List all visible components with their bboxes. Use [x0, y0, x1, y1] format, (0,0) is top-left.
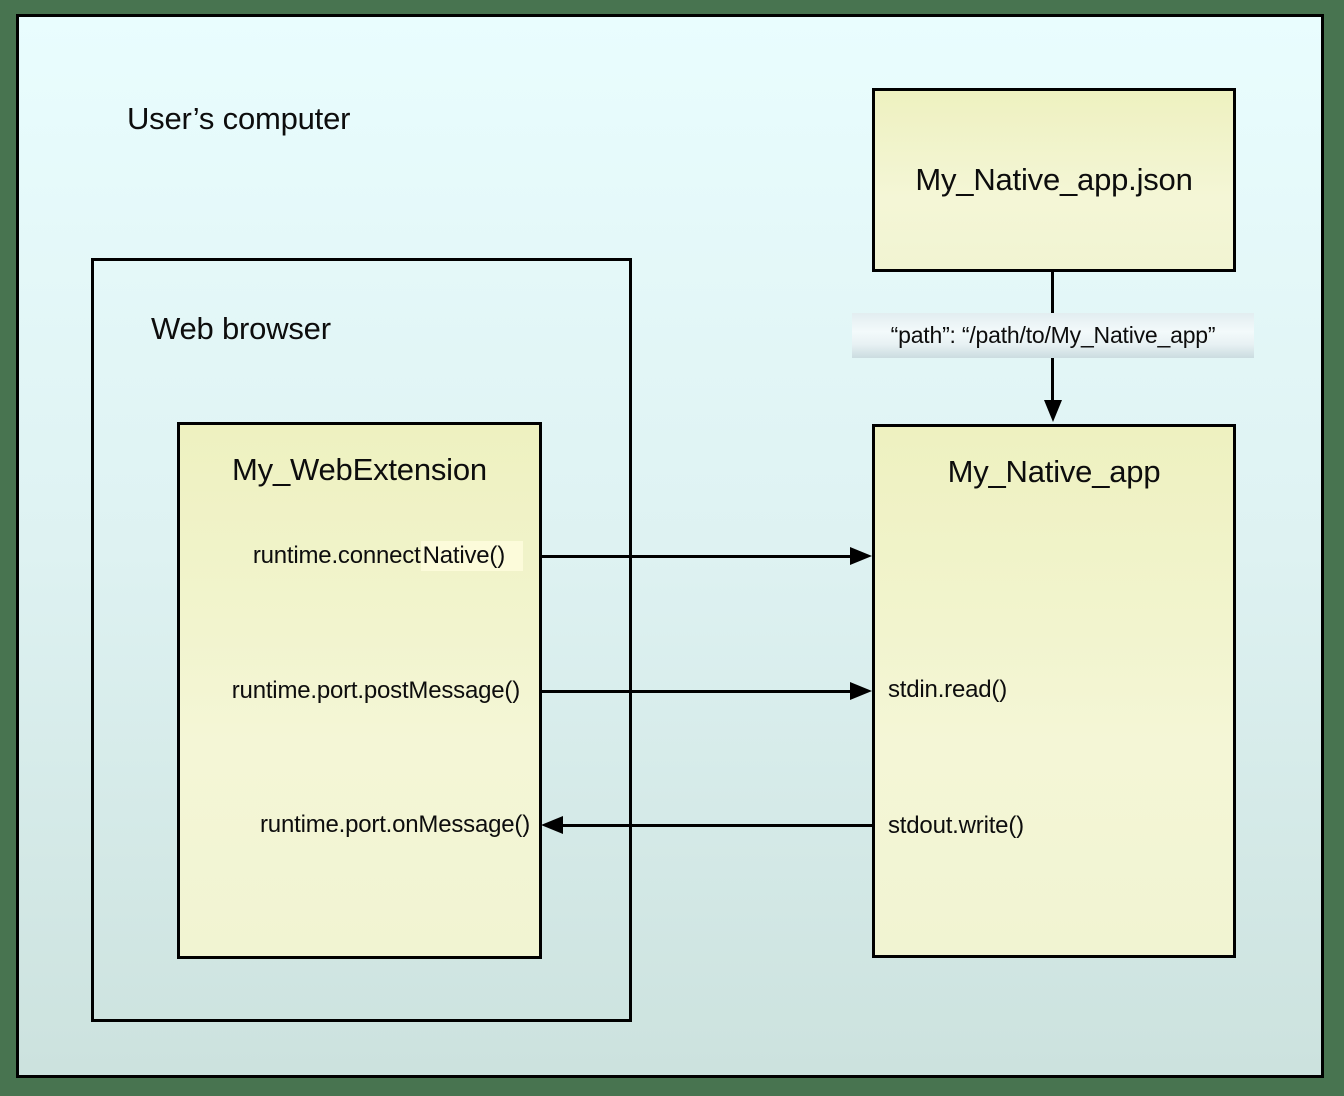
post-message-arrow-line	[540, 690, 852, 693]
connect-native-label: runtime.connectNative()	[253, 541, 523, 571]
webextension-title: My_WebExtension	[232, 452, 487, 487]
connect-native-arrow-line	[540, 555, 852, 558]
native-app-box: My_Native_app stdin.read() stdout.write(…	[872, 424, 1236, 958]
user-computer-label: User’s computer	[127, 101, 351, 136]
post-message-label: runtime.port.postMessage()	[231, 677, 520, 704]
connect-native-highlight: Native()	[420, 541, 523, 571]
stdin-read-label: stdin.read()	[888, 676, 1007, 703]
connect-native-arrowhead-icon	[850, 547, 872, 565]
manifest-json-title: My_Native_app.json	[915, 162, 1193, 197]
stdout-write-label: stdout.write()	[888, 812, 1024, 839]
webextension-box: My_WebExtension runtime.connectNative() …	[177, 422, 542, 959]
web-browser-label: Web browser	[151, 311, 331, 346]
web-browser-box: Web browser My_WebExtension runtime.conn…	[91, 258, 632, 1022]
path-annotation-label: “path”: “/path/to/My_Native_app”	[852, 313, 1254, 358]
manifest-json-box: My_Native_app.json	[872, 88, 1236, 272]
connect-native-prefix: runtime.connect	[252, 542, 421, 569]
stdout-arrowhead-icon	[541, 816, 563, 834]
manifest-path-arrowhead-icon	[1044, 400, 1062, 422]
post-message-arrowhead-icon	[850, 682, 872, 700]
user-computer-box: User’s computer Web browser My_WebExtens…	[16, 14, 1324, 1078]
native-app-title: My_Native_app	[947, 454, 1161, 489]
on-message-label: runtime.port.onMessage()	[260, 811, 530, 838]
stdout-arrow-line	[562, 824, 872, 827]
